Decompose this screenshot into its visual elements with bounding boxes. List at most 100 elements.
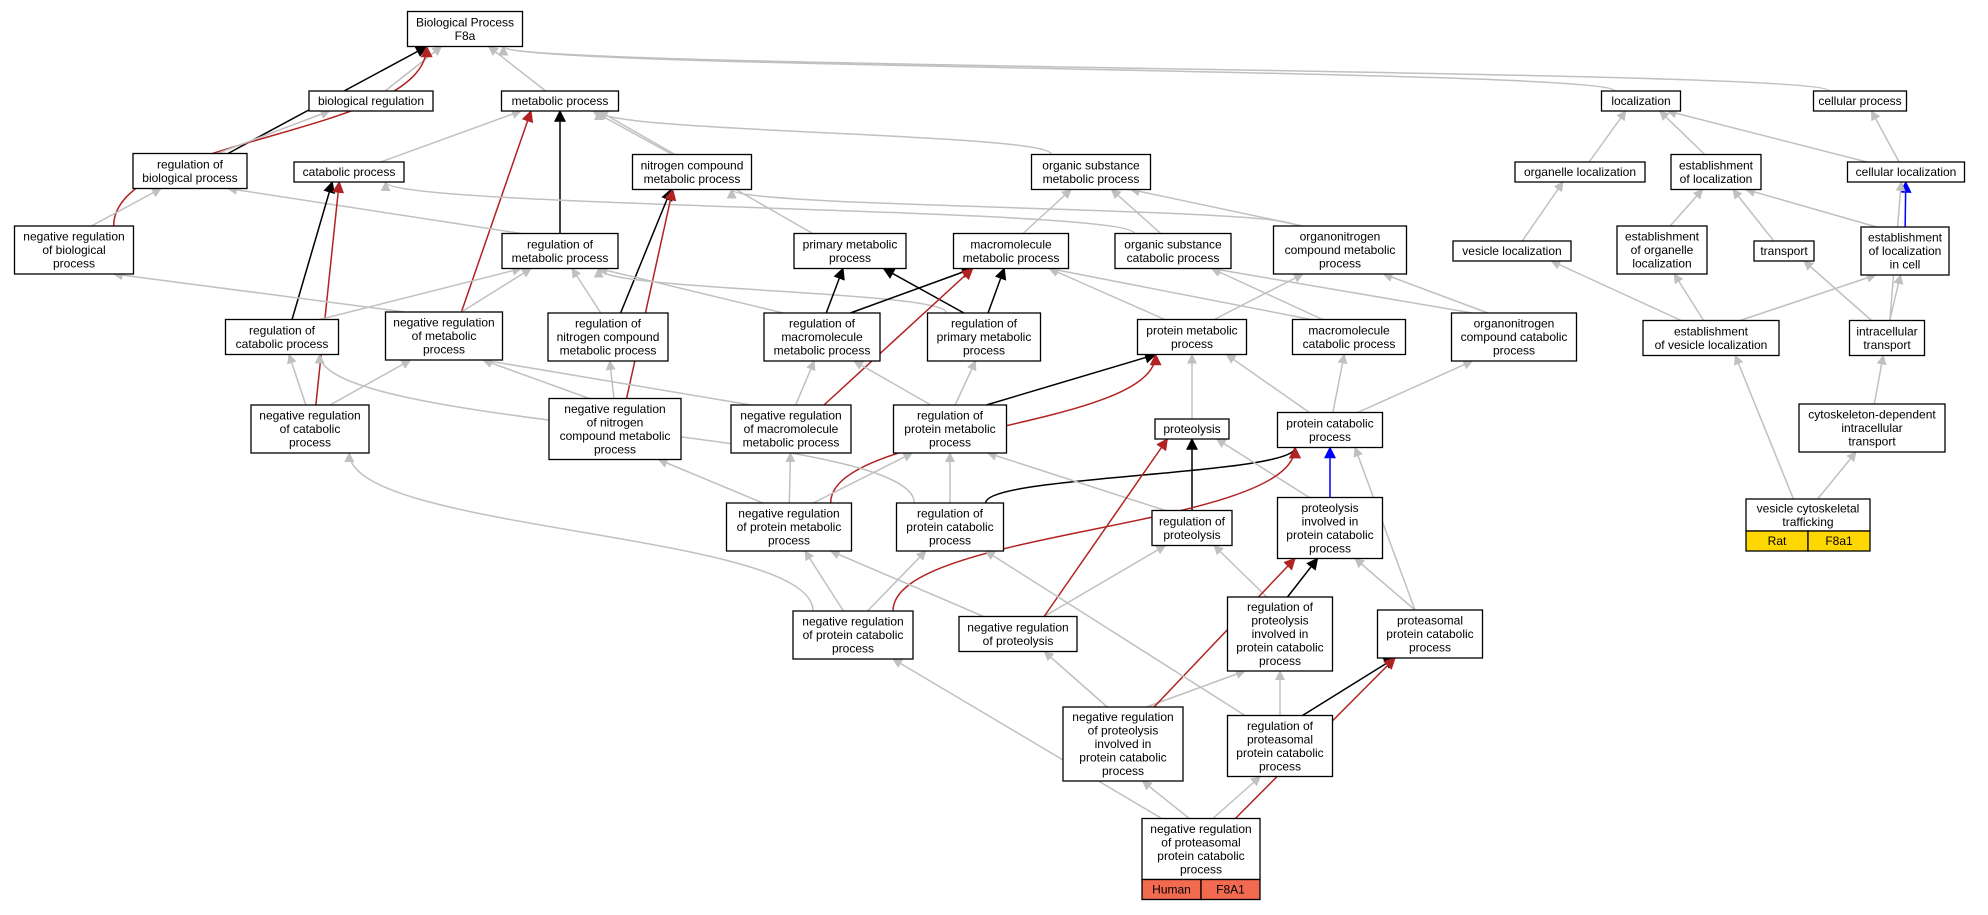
- node-label-line: of organelle: [1631, 243, 1694, 257]
- node-label-line: negative regulation: [967, 620, 1068, 634]
- node-label-line: intracellular: [1841, 421, 1902, 435]
- node-cellproc[interactable]: cellular process: [1812, 90, 1908, 112]
- node-label-line: of protein metabolic: [737, 520, 842, 534]
- node-orgloc[interactable]: organelle localization: [1514, 161, 1646, 183]
- node-box: [1670, 153, 1762, 191]
- node-box: [926, 312, 1042, 362]
- node-box: [1753, 240, 1815, 262]
- node-proteolysis[interactable]: proteolysis: [1154, 418, 1230, 440]
- node-cyto[interactable]: cytoskeleton-dependentintracellulartrans…: [1798, 403, 1946, 453]
- edge-negproteoinv-to-proteoinv: [1153, 557, 1296, 708]
- node-label-line: trafficking: [1782, 515, 1833, 529]
- node-label-line: of biological: [42, 243, 105, 257]
- node-label-line: establishment: [1674, 324, 1749, 338]
- edge-negnitro-to-regnitro: [605, 360, 616, 399]
- node-bioreg[interactable]: biological regulation: [308, 90, 434, 112]
- node-label-line: of localization: [1869, 244, 1942, 258]
- node-label-line: primary metabolic: [937, 330, 1032, 344]
- node-label-line: macromolecule: [1308, 323, 1390, 337]
- node-vesloc[interactable]: vesicle localization: [1452, 240, 1572, 262]
- node-label-line: metabolic process: [743, 436, 840, 450]
- node-transport[interactable]: transport: [1753, 240, 1815, 262]
- node-label-line: process: [594, 442, 636, 456]
- edge-regproteasomal-to-proteasomal: [1302, 657, 1397, 717]
- node-label-line: compound metabolic: [560, 429, 671, 443]
- edge-negproteoinv-to-negproteo: [1043, 650, 1108, 708]
- edge-negprot-to-negmacro: [785, 452, 796, 504]
- edge-protmet-to-macromet: [1048, 267, 1166, 321]
- node-label-line: process: [929, 436, 971, 450]
- edge-orgloc-to-loc: [1588, 110, 1627, 163]
- node-box: [792, 610, 914, 660]
- node-catab[interactable]: catabolic process: [293, 161, 405, 183]
- node-box: [730, 404, 852, 454]
- node-label-line: of proteolysis: [983, 634, 1054, 648]
- node-cellloc[interactable]: cellular localization: [1846, 161, 1966, 183]
- node-box: [1798, 403, 1946, 453]
- edge-negcat-to-catab: [315, 180, 345, 406]
- edge-negmet-to-negbio: [112, 270, 406, 313]
- node-box: [793, 232, 907, 270]
- edge-estcell-to-cellloc: [1899, 180, 1912, 228]
- node-label-line: proteasomal: [1397, 614, 1463, 628]
- node-box: [1114, 232, 1232, 270]
- edge-cellproc-to-bp: [498, 45, 1830, 92]
- edge-macromet-to-orgsub: [1022, 188, 1072, 235]
- edge-intra-to-estcell: [1888, 274, 1904, 321]
- edge-protcat-to-protmet: [1225, 353, 1310, 414]
- node-label-line: regulation of: [917, 409, 984, 423]
- node-label-line: regulation of: [1247, 600, 1314, 614]
- node-loc[interactable]: localization: [1600, 90, 1682, 112]
- gene-badge: [1200, 878, 1261, 901]
- node-metab[interactable]: metabolic process: [500, 90, 620, 112]
- edge-nitro-to-metab: [592, 110, 673, 156]
- edge-negcat-to-negmet: [329, 359, 412, 406]
- node-label-line: cellular process: [1818, 94, 1901, 108]
- node-label-line: organelle localization: [1524, 165, 1636, 179]
- node-box: [1141, 817, 1261, 881]
- node-label-line: process: [1171, 337, 1213, 351]
- node-label-line: negative regulation: [393, 316, 494, 330]
- node-box: [1276, 411, 1384, 449]
